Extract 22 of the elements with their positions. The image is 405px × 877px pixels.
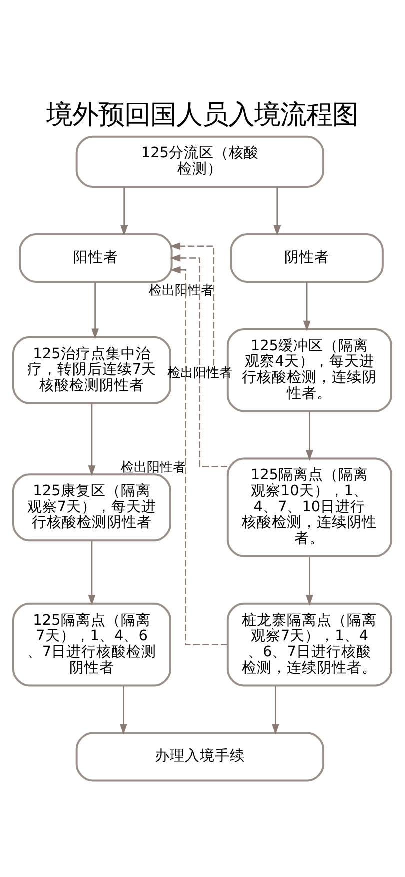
node-box: 125康复区（隔离观察7天），每天进行核酸检测阴性者 (12, 473, 172, 542)
arrow (92, 282, 99, 339)
node-box: 桩龙寨隔离点（隔离观察7天），1、4、6、7日进行核酸检测，连续阴性者。 (226, 602, 392, 686)
node-box: 阳性者 (19, 233, 173, 282)
arrow (88, 403, 96, 476)
diagram-title: 境外预回国人员入境流程图 (46, 100, 358, 130)
arrow (120, 186, 128, 236)
arrow (306, 556, 314, 606)
edge-label: 检出阳性者 (121, 460, 186, 476)
node-box: 125分流区（核酸检测） (76, 135, 325, 188)
arrow (306, 411, 314, 460)
node-box: 办理入境手续 (76, 732, 325, 782)
arrow (170, 266, 228, 645)
node-box: 125隔离点（隔离观察10天），1、4、7、10日进行核酸检测，连续阴性者。 (226, 457, 392, 557)
arrow (274, 186, 282, 236)
node-box: 阴性者 (230, 233, 384, 282)
node-box: 125隔离点（隔离7天），1、4、6、7日进行核酸检测阴性者 (12, 602, 172, 686)
arrow (303, 282, 311, 331)
arrow (88, 540, 96, 606)
arrow (272, 685, 280, 734)
arrow (170, 254, 228, 467)
arrow (120, 685, 128, 734)
